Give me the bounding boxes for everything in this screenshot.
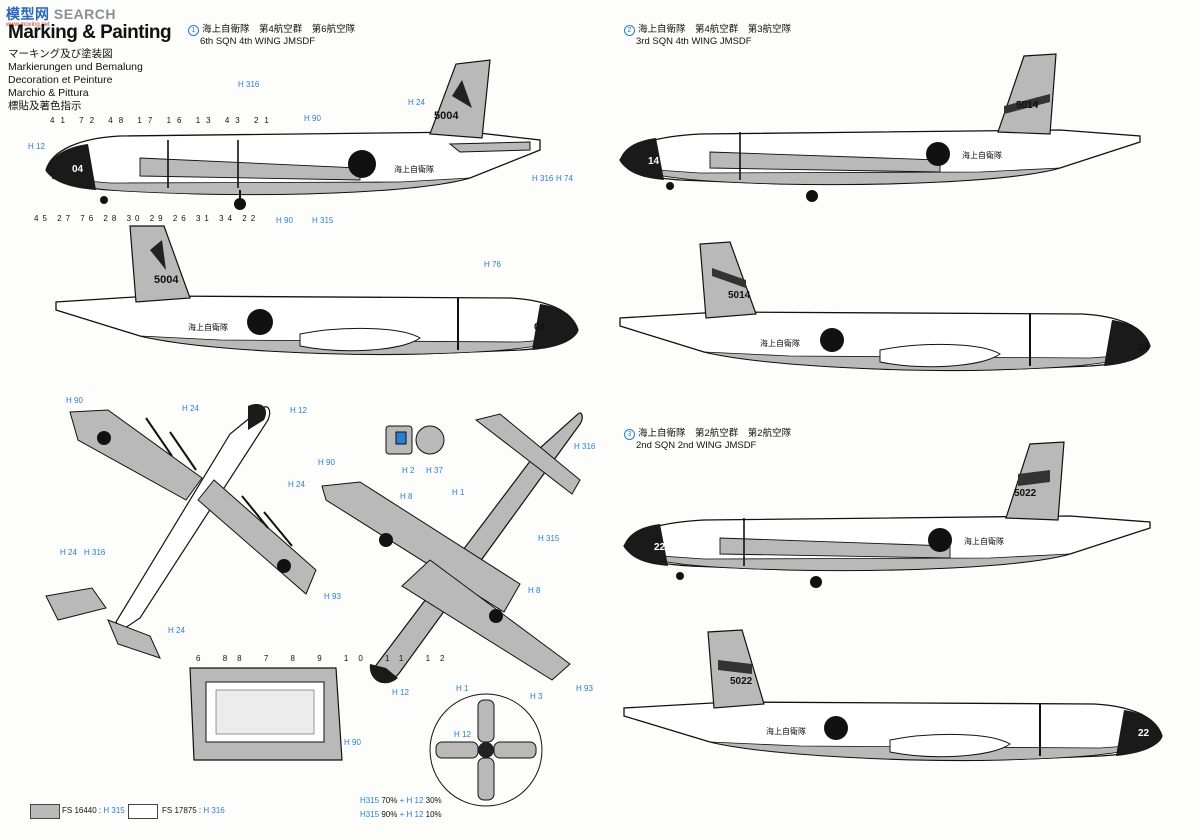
aircraft-3-side-right: [623, 629, 1163, 762]
tail-code-a2b: 5014: [728, 290, 751, 301]
nose-code-a2: 14: [648, 156, 660, 167]
paint-callout: H 12: [454, 730, 471, 739]
paint-callout: H 90: [66, 396, 83, 405]
legend-swatch-grey: [30, 804, 60, 819]
title-translations: マーキング及び塗装図 Markierungen und Bemalung Dec…: [8, 48, 143, 113]
paint-callout: H 2: [402, 466, 415, 475]
aircraft-3-side-left: [623, 441, 1151, 588]
nose-code-a1b: 04: [534, 322, 546, 333]
side-text-a2: 海上自衛隊: [962, 151, 1002, 160]
title-cn: 標貼及著色指示: [8, 100, 82, 112]
paint-callout: H 1: [452, 488, 465, 497]
paint-callout: H 24: [182, 404, 199, 413]
aircraft-1-side-right: [55, 225, 579, 356]
title-de: Markierungen und Bemalung: [8, 61, 143, 73]
paint-callout: H 316: [238, 80, 260, 89]
side-text-a1: 海上自衛隊: [394, 165, 434, 174]
tail-code-a3b: 5022: [730, 676, 753, 687]
nose-code-a3: 22: [654, 542, 666, 553]
paint-callout: H 90: [344, 738, 361, 747]
detail-bomb-bay: [189, 667, 343, 761]
watermark-logo: 模型网 SEARCH: [6, 6, 117, 22]
callout-row-a1-bottom: 45 27 76 28 30 29 26 31 34 22: [34, 214, 260, 223]
paint-callout: H 24: [408, 98, 425, 107]
tail-code-a1: 5004: [434, 110, 459, 122]
callout-row-bay: 6 88 7 8 9 10 11 12: [196, 654, 455, 663]
title-jp: マーキング及び塗装図: [8, 48, 113, 60]
paint-callout: H 93: [576, 684, 593, 693]
paint-callout: H 8: [528, 586, 541, 595]
legend-grey: FS 16440 : H 315: [62, 806, 125, 815]
paint-callout: H 315: [538, 534, 560, 543]
legend-white: FS 17875 : H 316: [162, 806, 225, 815]
paint-callout: H 90: [318, 458, 335, 467]
title-it: Marchio & Pittura: [8, 87, 89, 99]
aircraft-1-side-left: [45, 59, 541, 210]
title-fr: Decoration et Peinture: [8, 74, 113, 86]
side-text-a1b: 海上自衛隊: [188, 323, 228, 332]
nose-code-a2b: 14: [1138, 342, 1150, 353]
nose-code-a1: 04: [72, 164, 84, 175]
prop-mix-1: H315 70% + H 12 30%: [360, 796, 442, 805]
tail-code-a3: 5022: [1014, 488, 1037, 499]
detail-propeller: [429, 693, 543, 807]
paint-callout: H 93: [324, 592, 341, 601]
paint-callout: H 8: [400, 492, 413, 501]
side-text-a3: 海上自衛隊: [964, 537, 1004, 546]
paint-callout: H 24: [168, 626, 185, 635]
aircraft-plan-bottom: [321, 412, 583, 684]
paint-callout: H 3: [530, 692, 543, 701]
paint-callout: H 12: [290, 406, 307, 415]
detail-radome: [385, 425, 445, 455]
paint-callout: H 316: [574, 442, 596, 451]
paint-callout: H 315: [312, 216, 334, 225]
aircraft-2-side-left: [619, 53, 1141, 202]
paint-callout: H 316: [532, 174, 554, 183]
side-text-a3b: 海上自衛隊: [766, 727, 806, 736]
aircraft-2-side-right: [619, 241, 1151, 372]
side-text-a2b: 海上自衛隊: [760, 339, 800, 348]
legend-swatch-white: [128, 804, 158, 819]
hinomaru-marking: [348, 150, 376, 178]
prop-mix-2: H315 90% + H 12 10%: [360, 810, 442, 819]
paint-callout: H 90: [276, 216, 293, 225]
paint-callout: H 316: [84, 548, 106, 557]
paint-callout: H 12: [28, 142, 45, 151]
tail-code-a1b: 5004: [154, 274, 179, 286]
paint-callout: H 90: [304, 114, 321, 123]
paint-callout: H 76: [484, 260, 501, 269]
paint-callout: H 74: [556, 174, 573, 183]
paint-callout: H 12: [392, 688, 409, 697]
watermark-url: www.moxing.net: [6, 22, 50, 28]
paint-callout: H 24: [60, 548, 77, 557]
tail-code-a2: 5014: [1016, 100, 1039, 111]
paint-callout: H 37: [426, 466, 443, 475]
aircraft-plan-top: [45, 403, 317, 659]
paint-callout: H 1: [456, 684, 469, 693]
nose-code-a3b: 22: [1138, 728, 1150, 739]
callout-row-a1-top: 41 72 48 17 16 13 43 21: [50, 116, 275, 125]
paint-callout: H 24: [288, 480, 305, 489]
page-title: Marking & Painting: [8, 22, 172, 43]
